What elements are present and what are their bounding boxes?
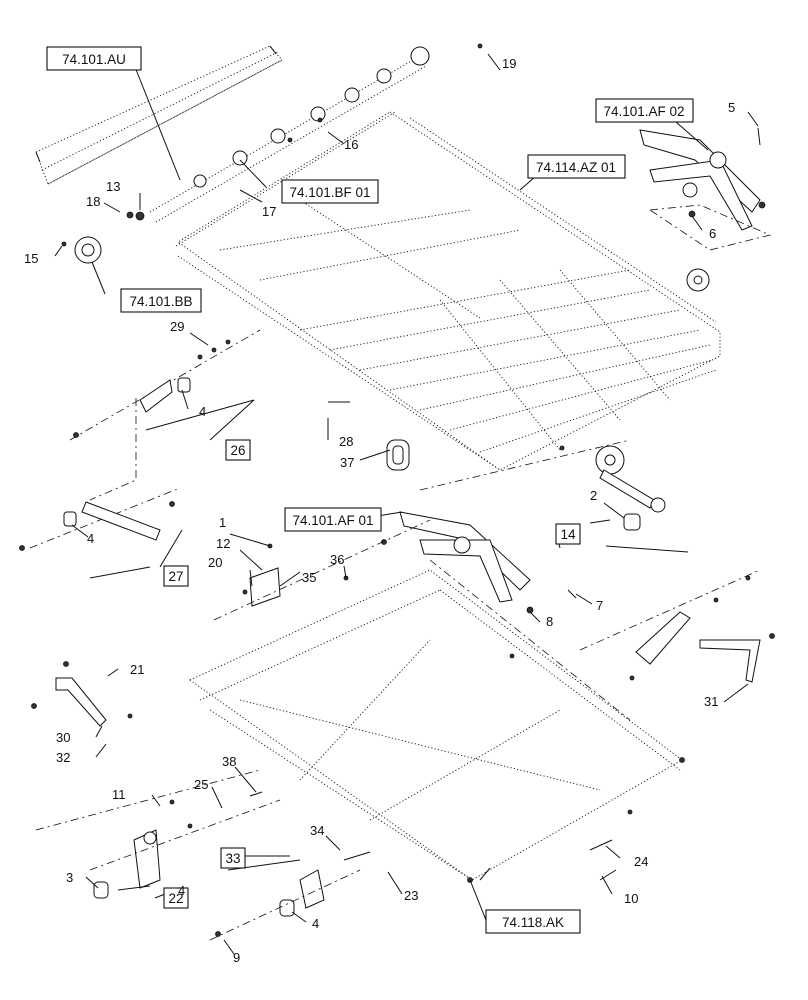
callout-6: 6 [709, 226, 716, 241]
ref-box-22[interactable]: 22 [163, 887, 189, 909]
callout-21: 21 [130, 662, 144, 677]
ref-box-74-101-bb[interactable]: 74.101.BB [120, 288, 202, 313]
callout-16: 16 [344, 137, 358, 152]
ref-box-74-101-af-02[interactable]: 74.101.AF 02 [595, 98, 694, 123]
callout-11: 11 [112, 787, 126, 802]
callout-13: 13 [106, 179, 120, 194]
callout-32: 32 [56, 750, 70, 765]
callout-10: 10 [624, 891, 638, 906]
callout-4: 4 [87, 531, 94, 546]
callout-19: 19 [502, 56, 516, 71]
ref-box-74-101-bf-01[interactable]: 74.101.BF 01 [281, 179, 379, 204]
bracket-drawing [213, 519, 431, 621]
ref-box-14[interactable]: 14 [555, 523, 581, 545]
auger-trough-drawing [35, 45, 283, 185]
ref-box-74-114-az-01[interactable]: 74.114.AZ 01 [527, 154, 626, 179]
callout-3: 3 [66, 870, 73, 885]
ref-label: 74.118.AK [502, 915, 564, 930]
ref-box-27[interactable]: 27 [163, 565, 189, 587]
lower-bracket-drawing [31, 661, 261, 831]
lower-sieve-drawing [189, 569, 685, 883]
callout-4: 4 [199, 404, 206, 419]
pivot-arm-right-drawing [579, 569, 775, 683]
ref-label: 27 [168, 569, 183, 584]
callout-36: 36 [330, 552, 344, 567]
callout-8: 8 [546, 614, 553, 629]
callout-29: 29 [170, 319, 184, 334]
ref-label: 14 [560, 527, 576, 542]
line-art [19, 43, 775, 941]
center-pivot-drawing [209, 869, 361, 941]
ref-box-33[interactable]: 33 [220, 847, 246, 869]
ref-label: 22 [168, 891, 183, 906]
callout-30: 30 [56, 730, 70, 745]
shaker-arm-upper-drawing [639, 127, 772, 251]
callout-4: 4 [178, 883, 185, 898]
pivot-arms-left-drawing [19, 329, 261, 551]
ref-label: 74.101.AU [62, 52, 126, 67]
callout-28: 28 [339, 434, 353, 449]
callout-7: 7 [596, 598, 603, 613]
callout-24: 24 [634, 854, 648, 869]
ref-label: 74.114.AZ 01 [536, 160, 616, 175]
callout-35: 35 [302, 570, 316, 585]
ref-label: 74.101.BF 01 [289, 185, 370, 200]
callout-4: 4 [312, 916, 319, 931]
callout-5: 5 [728, 100, 735, 115]
callout-18: 18 [86, 194, 100, 209]
ref-label: 26 [230, 443, 245, 458]
callout-25: 25 [194, 777, 208, 792]
callout-20: 20 [208, 555, 222, 570]
callout-9: 9 [233, 950, 240, 965]
callout-31: 31 [704, 694, 718, 709]
shaker-arm-lower-drawing [381, 511, 631, 721]
ref-label: 33 [225, 851, 240, 866]
drive-shaft-drawing [61, 43, 483, 264]
callout-38: 38 [222, 754, 236, 769]
callout-12: 12 [216, 536, 230, 551]
ref-box-74-101-af-01[interactable]: 74.101.AF 01 [284, 507, 382, 532]
callout-2: 2 [590, 488, 597, 503]
callout-23: 23 [404, 888, 418, 903]
ref-label: 74.101.BB [129, 294, 192, 309]
lower-pivot-drawing [89, 799, 281, 899]
ref-box-26[interactable]: 26 [225, 439, 251, 461]
callout-15: 15 [24, 251, 38, 266]
callout-1: 1 [219, 515, 226, 530]
callout-37: 37 [340, 455, 354, 470]
upper-sieve-drawing [175, 111, 721, 471]
ref-box-74-101-au[interactable]: 74.101.AU [46, 46, 142, 71]
callouts: 1 2 3 4 4 4 4 5 6 7 8 9 10 11 12 13 15 1… [24, 56, 735, 965]
ref-label: 74.101.AF 01 [292, 513, 373, 528]
callout-34: 34 [310, 823, 324, 838]
ref-box-74-118-ak[interactable]: 74.118.AK [485, 909, 581, 934]
pins-drawing [249, 401, 617, 881]
drive-link-drawing [419, 439, 666, 531]
ref-label: 74.101.AF 02 [603, 104, 684, 119]
callout-17: 17 [262, 204, 276, 219]
reference-boxes: 74.101.AU 74.101.AF 02 74.114.AZ 01 74.1… [46, 46, 694, 934]
